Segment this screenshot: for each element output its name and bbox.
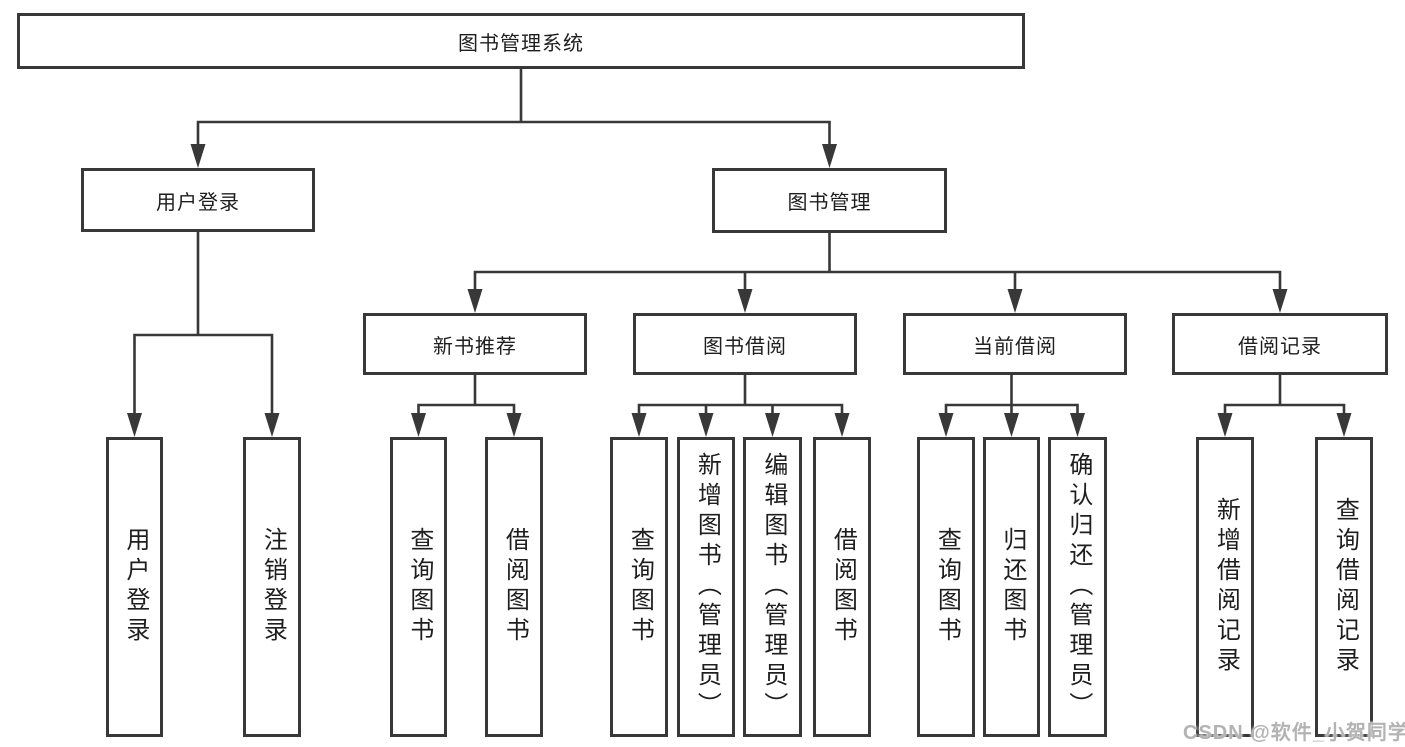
leaf-add-borrow-record: 新增借阅记录 <box>1196 437 1254 737</box>
leaf-borrow-books-2: 借阅图书 <box>813 437 871 737</box>
leaf-query-books-1: 查询图书 <box>390 437 447 737</box>
node-book-borrow-label: 图书借阅 <box>703 335 787 358</box>
node-book-management-label: 图书管理 <box>787 192 872 214</box>
leaf-return-book: 归还图书 <box>983 437 1040 737</box>
node-borrow-records-label: 借阅记录 <box>1238 335 1322 358</box>
leaf-query-books-3: 查询图书 <box>917 437 975 737</box>
node-user-login: 用户登录 <box>81 168 315 232</box>
csdn-watermark: CSDN @软件_小贺同学 <box>1183 722 1405 744</box>
leaf-query-books-2: 查询图书 <box>610 437 668 737</box>
leaf-add-book-admin-label: 新增图书（管理员） <box>693 452 721 722</box>
leaf-query-borrow-record-label: 查询借阅记录 <box>1331 497 1359 677</box>
leaf-return-book-label: 归还图书 <box>998 527 1026 647</box>
leaf-borrow-books-1-label: 借阅图书 <box>501 527 529 647</box>
leaf-query-books-2-label: 查询图书 <box>626 527 654 647</box>
leaf-edit-book-admin: 编辑图书（管理员） <box>743 437 802 737</box>
node-book-management: 图书管理 <box>712 168 947 233</box>
leaf-edit-book-admin-label: 编辑图书（管理员） <box>759 452 787 722</box>
node-current-borrow: 当前借阅 <box>903 313 1127 375</box>
node-new-book-recommend-label: 新书推荐 <box>433 335 517 358</box>
leaf-query-borrow-record: 查询借阅记录 <box>1315 437 1373 737</box>
node-current-borrow-label: 当前借阅 <box>973 335 1057 358</box>
node-root: 图书管理系统 <box>17 13 1025 69</box>
node-root-label: 图书管理系统 <box>458 32 584 55</box>
leaf-borrow-books-2-label: 借阅图书 <box>829 527 857 647</box>
leaf-logout: 注销登录 <box>243 437 301 737</box>
leaf-user-login-label: 用户登录 <box>121 527 149 647</box>
leaf-add-book-admin: 新增图书（管理员） <box>677 437 735 737</box>
leaf-user-login: 用户登录 <box>106 437 163 737</box>
node-new-book-recommend: 新书推荐 <box>363 313 587 375</box>
leaf-add-borrow-record-label: 新增借阅记录 <box>1212 497 1240 677</box>
leaf-confirm-return-admin: 确认归还（管理员） <box>1048 437 1107 737</box>
leaf-confirm-return-admin-label: 确认归还（管理员） <box>1064 452 1092 722</box>
node-book-borrow: 图书借阅 <box>633 313 857 375</box>
leaf-query-books-3-label: 查询图书 <box>933 527 961 647</box>
leaf-logout-label: 注销登录 <box>259 527 287 647</box>
node-borrow-records: 借阅记录 <box>1172 313 1388 375</box>
leaf-borrow-books-1: 借阅图书 <box>485 437 543 737</box>
leaf-query-books-1-label: 查询图书 <box>405 527 433 647</box>
node-user-login-label: 用户登录 <box>156 191 240 214</box>
